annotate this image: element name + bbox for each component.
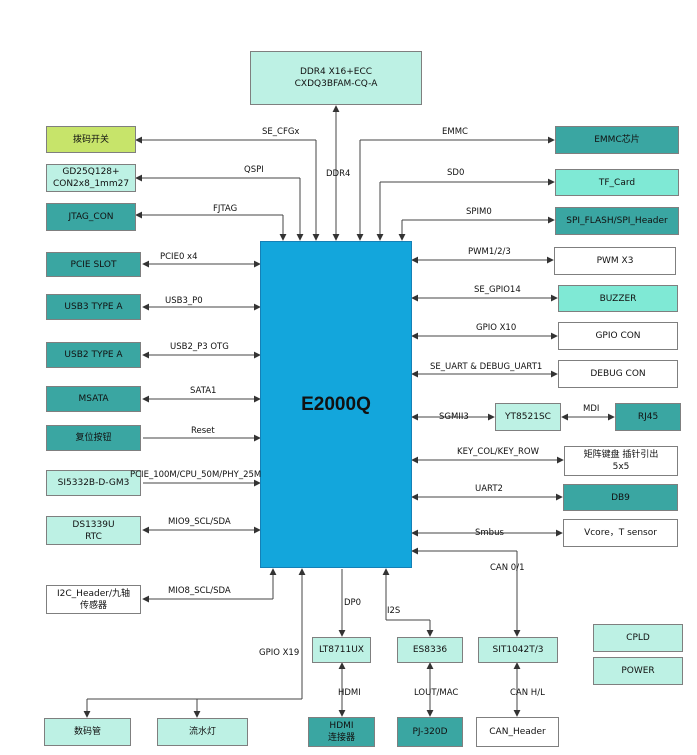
block-db9: DB9 (563, 484, 678, 511)
block-tf-card: TF_Card (555, 169, 679, 196)
label-pcie0-x4: PCIE0 x4 (160, 252, 198, 262)
label-reset: Reset (191, 426, 215, 436)
label-spim0: SPIM0 (466, 207, 492, 217)
block-hdmi-connector: HDMI 连接器 (308, 717, 375, 747)
block-matrix-keyboard: 矩阵键盘 插针引出 5x5 (564, 446, 678, 476)
label-hdmi: HDMI (338, 688, 361, 698)
block-reset-button: 复位按钮 (46, 425, 141, 451)
block-emmc: EMMC芯片 (555, 126, 679, 154)
block-vcore-sensor: Vcore，T sensor (563, 519, 678, 547)
label-se-uart: SE_UART & DEBUG_UART1 (430, 362, 543, 372)
label-emmc: EMMC (442, 127, 468, 137)
block-spi-flash: SPI_FLASH/SPI_Header (555, 207, 679, 235)
block-msata: MSATA (46, 386, 141, 412)
label-pwm123: PWM1/2/3 (468, 247, 511, 257)
label-gpio-x10: GPIO X10 (476, 323, 517, 333)
label-uart2: UART2 (475, 484, 503, 494)
block-power: POWER (593, 657, 683, 685)
label-ddr4: DDR4 (326, 169, 351, 179)
label-lout-mac: LOUT/MAC (414, 688, 459, 698)
block-yt8521sc: YT8521SC (495, 403, 561, 431)
label-key-col-row: KEY_COL/KEY_ROW (457, 447, 539, 457)
label-fjtag: FJTAG (213, 204, 238, 214)
label-gpio-x19: GPIO X19 (259, 648, 300, 658)
block-seg-display: 数码管 (44, 718, 131, 746)
block-usb2-type-a: USB2 TYPE A (46, 342, 141, 368)
block-rj45: RJ45 (615, 403, 681, 431)
block-pcie-slot: PCIE SLOT (46, 252, 141, 277)
label-sd0: SD0 (447, 168, 465, 178)
block-buzzer: BUZZER (558, 285, 678, 312)
block-es8336: ES8336 (397, 637, 463, 663)
block-gpio-con: GPIO CON (558, 322, 678, 350)
block-gd25q128: GD25Q128+ CON2x8_1mm27 (46, 164, 136, 192)
block-jtag-con: JTAG_CON (46, 203, 136, 231)
block-i2c-header: I2C_Header/九轴 传感器 (46, 585, 141, 614)
block-lt8711ux: LT8711UX (312, 637, 371, 663)
label-se-cfgx: SE_CFGx (262, 127, 300, 137)
label-se-gpio14: SE_GPIO14 (474, 285, 521, 295)
label-dp0: DP0 (344, 598, 362, 608)
block-sit1042: SIT1042T/3 (478, 637, 558, 663)
label-mio8: MIO8_SCL/SDA (168, 586, 231, 596)
label-sata1: SATA1 (190, 386, 217, 396)
label-sgmii3: SGMII3 (439, 412, 469, 422)
label-mdi: MDI (583, 404, 600, 414)
block-ds1339u-rtc: DS1339U RTC (46, 516, 141, 545)
label-qspi: QSPI (244, 165, 264, 175)
block-cpld: CPLD (593, 624, 683, 652)
block-debug-con: DEBUG CON (558, 360, 678, 388)
label-can-h-l: CAN H/L (510, 688, 545, 698)
block-si5332: SI5332B-D-GM3 (46, 470, 141, 496)
label-i2s: I2S (387, 606, 401, 616)
label-usb2-p3-otg: USB2_P3 OTG (170, 342, 229, 352)
label-usb3-p0: USB3_P0 (165, 296, 203, 306)
label-smbus: Smbus (475, 528, 504, 538)
block-dip-switch: 拨码开关 (46, 126, 136, 153)
block-ddr4: DDR4 X16+ECC CXDQ3BFAM-CQ-A (250, 51, 422, 105)
block-usb3-type-a: USB3 TYPE A (46, 294, 141, 320)
cpu-e2000q: E2000Q (260, 241, 412, 568)
label-mio9: MIO9_SCL/SDA (168, 517, 231, 527)
block-led-flow: 流水灯 (157, 718, 248, 746)
label-can-0-1: CAN 0/1 (490, 563, 525, 573)
block-pwm: PWM X3 (554, 247, 676, 275)
block-pj320d: PJ-320D (397, 717, 463, 747)
block-can-header: CAN_Header (476, 717, 559, 747)
label-clock: PCIE_100M/CPU_50M/PHY_25M (130, 470, 262, 480)
